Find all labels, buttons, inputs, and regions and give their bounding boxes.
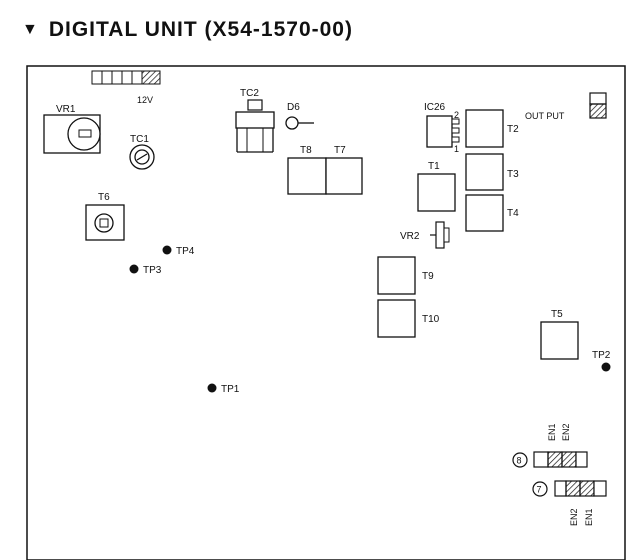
t2-coil: T2 <box>465 109 519 148</box>
vr1-trimmer: VR1 <box>43 104 101 154</box>
label-t7: T7 <box>334 145 346 156</box>
t7-coil: T7 <box>325 145 363 195</box>
label-conn8: 8 <box>517 456 522 466</box>
label-tp2: TP2 <box>592 350 611 361</box>
label-t6: T6 <box>98 192 110 203</box>
label-output: OUT PUT <box>525 111 565 121</box>
label-tc2: TC2 <box>240 88 259 99</box>
board-outline <box>26 65 626 560</box>
diagram-title: ▼ DIGITAL UNIT (X54-1570-00) <box>22 18 353 42</box>
diagram-title-text: DIGITAL UNIT (X54-1570-00) <box>48 18 353 41</box>
t5-coil: T5 <box>540 309 579 360</box>
label-ic26: IC26 <box>424 102 446 113</box>
tp1-point: TP1 <box>207 383 240 395</box>
d6-diode: D6 <box>285 102 314 130</box>
tc2-trimmer: TC2 <box>235 88 275 153</box>
connector-12v: 12V <box>91 70 161 105</box>
label-t2: T2 <box>507 124 519 135</box>
t9-coil: T9 <box>377 256 434 295</box>
label-12v: 12V <box>137 95 153 105</box>
label-tp3: TP3 <box>143 265 162 276</box>
label-t8: T8 <box>300 145 312 156</box>
t10-coil: T10 <box>377 299 440 338</box>
label-vr1: VR1 <box>56 104 76 115</box>
label-conn7: 7 <box>537 485 542 495</box>
tp2-point: TP2 <box>592 350 611 372</box>
label-d6: D6 <box>287 102 300 113</box>
label-t5: T5 <box>551 309 563 320</box>
tp4-point: TP4 <box>162 245 195 257</box>
connector-8: EN1 EN2 8 <box>512 423 588 468</box>
label-vr2: VR2 <box>400 231 420 242</box>
tp3-point: TP3 <box>129 264 162 276</box>
label-t3: T3 <box>507 169 519 180</box>
t4-coil: T4 <box>465 194 519 232</box>
t3-coil: T3 <box>465 153 519 191</box>
vr2-trimmer: VR2 <box>400 221 450 249</box>
triangle-icon: ▼ <box>22 21 39 38</box>
label-en2-bot: EN2 <box>569 508 579 526</box>
connector-7: 7 EN2 EN1 <box>532 480 607 526</box>
tc1-trimmer: TC1 <box>129 134 155 170</box>
label-tc1: TC1 <box>130 134 149 145</box>
label-en1-top: EN1 <box>547 423 557 441</box>
t6-coil: T6 <box>85 192 125 241</box>
label-en2-top: EN2 <box>561 423 571 441</box>
label-tp1: TP1 <box>221 384 240 395</box>
label-t9: T9 <box>422 271 434 282</box>
label-t4: T4 <box>507 208 519 219</box>
label-t10: T10 <box>422 314 440 325</box>
t8-coil: T8 <box>287 145 327 195</box>
label-ic26-pin1: 1 <box>454 144 459 154</box>
label-en1-bot: EN1 <box>584 508 594 526</box>
output-connector: OUT PUT <box>525 92 607 121</box>
label-t1: T1 <box>428 161 440 172</box>
t1-coil: T1 <box>417 161 456 212</box>
label-ic26-pin2: 2 <box>454 110 459 120</box>
label-tp4: TP4 <box>176 246 195 257</box>
ic26-chip: IC26 2 1 <box>424 102 460 154</box>
